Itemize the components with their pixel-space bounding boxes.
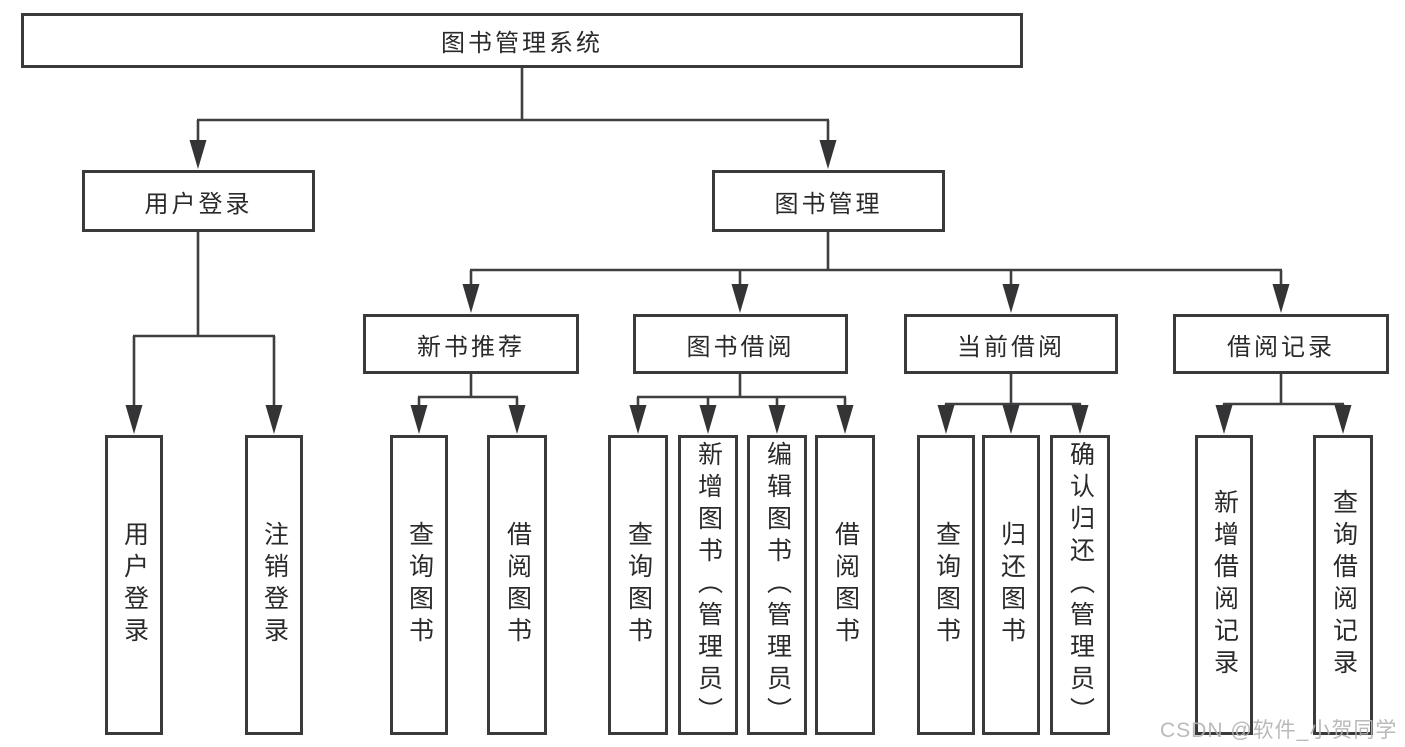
node-current-borrowing: 当前借阅	[904, 314, 1118, 374]
connector-borrowrecords-to-leaves	[1222, 374, 1345, 418]
leaf-return-books: 归还图书	[982, 435, 1040, 735]
leaf-logout: 注销登录	[245, 435, 303, 735]
arrow-icon	[731, 284, 749, 313]
csdn-watermark: CSDN @软件_小贺同学	[1160, 719, 1398, 742]
leaf-edit-books-admin: 编辑图书（管理员）	[747, 435, 807, 735]
arrow-icon	[410, 405, 428, 434]
arrow-icon	[462, 284, 480, 313]
leaf-add-borrow-record: 新增借阅记录	[1195, 435, 1253, 735]
arrow-icon	[768, 405, 786, 434]
connector-bookborrow-to-leaves	[636, 374, 847, 418]
node-library-management-system: 图书管理系统	[21, 13, 1023, 68]
node-label: 借阅记录	[1227, 333, 1335, 361]
connector-root-to-level2	[196, 68, 830, 150]
leaf-label: 查询图书	[932, 521, 961, 649]
node-label: 图书管理	[774, 190, 883, 218]
leaf-label: 查询图书	[624, 521, 653, 649]
leaf-label: 查询图书	[405, 521, 434, 649]
leaf-add-books-admin: 新增图书（管理员）	[678, 435, 738, 735]
node-book-borrowing: 图书借阅	[633, 314, 848, 374]
leaf-label: 借阅图书	[503, 521, 532, 649]
leaf-label: 用户登录	[120, 521, 149, 649]
arrow-icon	[1002, 405, 1020, 434]
leaf-query-books-3: 查询图书	[917, 435, 975, 735]
arrow-icon	[508, 405, 526, 434]
leaf-label: 查询借阅记录	[1329, 489, 1358, 681]
node-label: 图书借阅	[686, 333, 795, 361]
leaf-label: 归还图书	[997, 521, 1026, 649]
arrow-icon	[1215, 405, 1233, 434]
leaf-query-books-2: 查询图书	[608, 435, 668, 735]
arrow-icon	[699, 405, 717, 434]
connector-newbooks-to-leaves	[417, 374, 519, 418]
leaf-label: 编辑图书（管理员）	[763, 441, 792, 729]
leaf-label: 借阅图书	[831, 521, 860, 649]
arrowheads	[125, 140, 1352, 434]
arrow-icon	[1002, 284, 1020, 313]
arrow-icon	[629, 405, 647, 434]
leaf-query-books-1: 查询图书	[390, 435, 448, 735]
arrow-icon	[1272, 284, 1290, 313]
arrow-icon	[1071, 405, 1089, 434]
node-label: 新书推荐	[417, 333, 525, 361]
leaf-query-borrow-record: 查询借阅记录	[1313, 435, 1373, 735]
node-label: 用户登录	[144, 190, 253, 218]
leaf-user-login: 用户登录	[105, 435, 163, 735]
arrow-icon	[125, 405, 143, 434]
arrow-icon	[1334, 405, 1352, 434]
node-new-book-recommendation: 新书推荐	[363, 314, 579, 374]
node-book-management: 图书管理	[712, 170, 945, 232]
arrow-icon	[937, 405, 955, 434]
arrow-icon	[819, 140, 837, 169]
leaf-borrow-books-2: 借阅图书	[815, 435, 875, 735]
leaf-confirm-return-admin: 确认归还（管理员）	[1050, 435, 1110, 735]
node-label: 当前借阅	[957, 333, 1065, 361]
leaf-label: 确认归还（管理员）	[1066, 441, 1095, 729]
connector-bookmgmt-to-level3	[469, 232, 1283, 298]
node-user-login: 用户登录	[82, 170, 315, 232]
leaf-borrow-books-1: 借阅图书	[487, 435, 547, 735]
arrow-icon	[189, 140, 207, 169]
connector-userlogin-to-leaves	[132, 232, 276, 418]
arrow-icon	[836, 405, 854, 434]
leaf-label: 新增图书（管理员）	[694, 441, 723, 729]
node-borrowing-records: 借阅记录	[1173, 314, 1389, 374]
leaf-label: 注销登录	[260, 521, 289, 649]
node-label: 图书管理系统	[441, 30, 603, 57]
leaf-label: 新增借阅记录	[1210, 489, 1239, 681]
arrow-icon	[265, 405, 283, 434]
